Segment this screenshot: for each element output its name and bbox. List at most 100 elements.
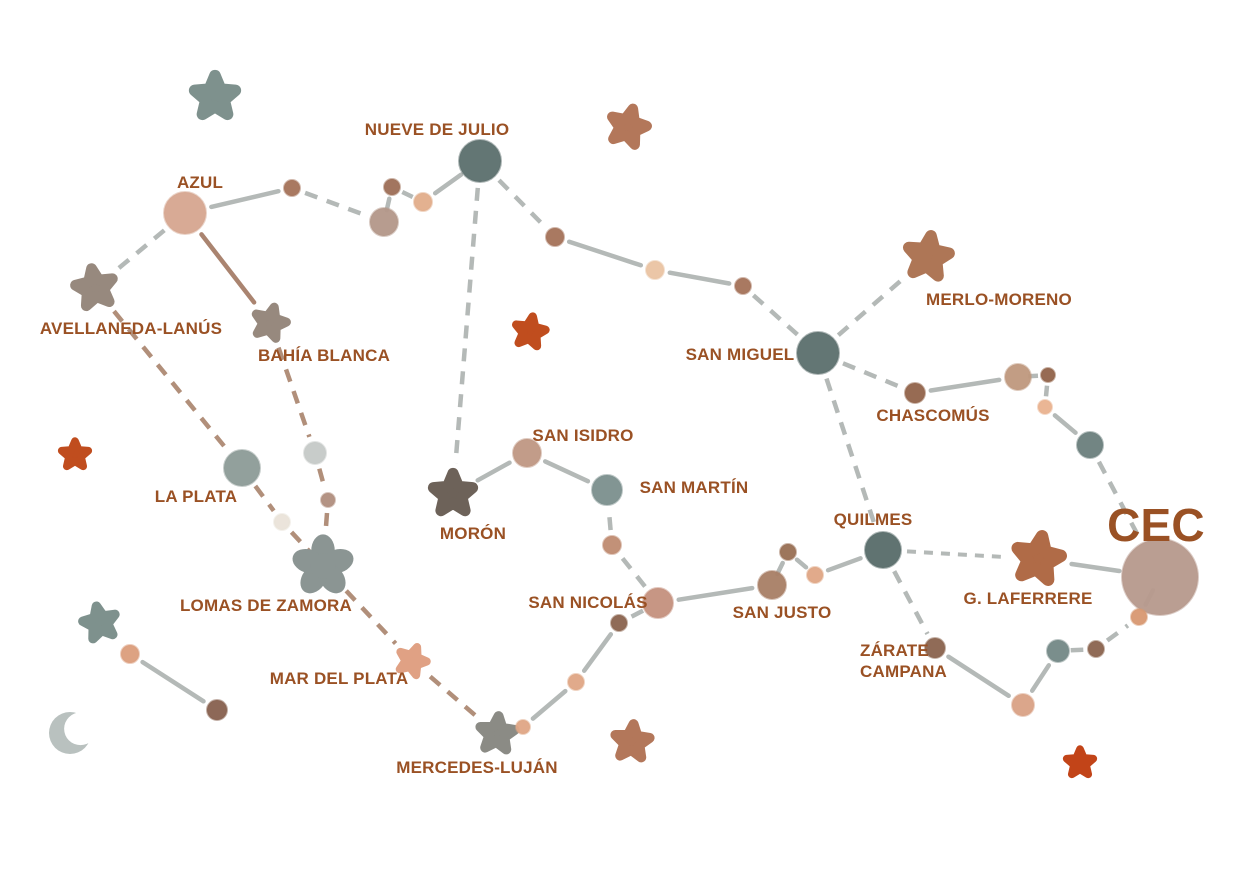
label-san-martin: SAN MARTÍN bbox=[640, 478, 749, 497]
decorative-node-star-left-orange bbox=[57, 437, 93, 471]
node-d9 bbox=[1040, 367, 1056, 383]
merlo-moreno-star-icon bbox=[902, 230, 955, 282]
chascomus-node-circle bbox=[904, 382, 926, 404]
connector-dot bbox=[1087, 640, 1105, 658]
node-cec bbox=[1121, 538, 1199, 616]
node-zarate-campana bbox=[924, 637, 946, 659]
flower-center bbox=[310, 553, 336, 579]
node-san-isidro bbox=[512, 438, 542, 468]
edge-d26-d27 bbox=[140, 659, 206, 704]
edge-d17-d16 bbox=[530, 688, 568, 721]
label-merlo-moreno: MERLO-MORENO bbox=[926, 290, 1072, 309]
node-d10 bbox=[1037, 399, 1053, 415]
edge-d15-san-nicolas bbox=[630, 607, 647, 619]
node-mercedes-lujan bbox=[475, 711, 520, 755]
node-d4 bbox=[413, 192, 433, 212]
labels-layer: NUEVE DE JULIOAZULAVELLANEDA-LANÚSBAHÍA … bbox=[40, 120, 1205, 777]
moon-cutout bbox=[64, 712, 97, 746]
star-left-orange-star-icon bbox=[57, 437, 93, 471]
star-top-middle-star-icon bbox=[607, 103, 652, 150]
label-g-laferrere: G. LAFERRERE bbox=[964, 589, 1093, 608]
edge-d6-d7 bbox=[667, 270, 732, 286]
edge-d22-d23 bbox=[1029, 663, 1052, 693]
connector-dot bbox=[1130, 608, 1148, 626]
decorative-node-star-top-middle bbox=[607, 103, 652, 150]
connector-dot bbox=[924, 637, 946, 659]
edge-azul-d1 bbox=[209, 188, 281, 210]
label-san-justo: SAN JUSTO bbox=[733, 603, 832, 622]
edge-lomas-de-zamora-mar-del-plata bbox=[344, 589, 398, 646]
san-nicolas-node-circle bbox=[642, 587, 674, 619]
decorative-node-star-bottom-left bbox=[78, 601, 120, 644]
decorative-node-star-center-orange bbox=[511, 312, 550, 351]
node-d12 bbox=[779, 543, 797, 561]
node-d8 bbox=[1004, 363, 1032, 391]
mar-del-plata-star-icon bbox=[395, 643, 431, 680]
decorative-node-star-bottom-right bbox=[1062, 745, 1098, 779]
label-san-isidro: SAN ISIDRO bbox=[532, 426, 633, 445]
mercedes-lujan-star-icon bbox=[475, 711, 520, 755]
node-san-martin bbox=[591, 474, 623, 506]
connector-dot bbox=[1037, 399, 1053, 415]
node-d22 bbox=[1011, 693, 1035, 717]
cec-node-circle bbox=[1121, 538, 1199, 616]
connector-dot bbox=[1011, 693, 1035, 717]
san-martin-node-circle bbox=[591, 474, 623, 506]
edge-san-martin-san-isidro bbox=[542, 459, 591, 484]
star-center-orange-star-icon bbox=[511, 312, 550, 351]
node-d23 bbox=[1046, 639, 1070, 663]
connector-dot bbox=[1046, 639, 1070, 663]
label-lomas-de-zamora: LOMAS DE ZAMORA bbox=[180, 596, 352, 615]
node-d1 bbox=[283, 179, 301, 197]
nodes-layer bbox=[70, 139, 1199, 755]
node-d3 bbox=[383, 178, 401, 196]
edge-quilmes-g-laferrere bbox=[906, 549, 1005, 559]
edge-g-laferrere-cec bbox=[1069, 561, 1122, 574]
label-bahia-blanca: BAHÍA BLANCA bbox=[258, 346, 390, 365]
node-d2 bbox=[369, 207, 399, 237]
star-bottom-left-star-icon bbox=[78, 601, 120, 644]
edge-avellaneda-lanus-la-plata bbox=[112, 309, 229, 451]
connector-dot bbox=[645, 260, 665, 280]
connector-dot bbox=[1004, 363, 1032, 391]
edge-san-nicolas-d14 bbox=[619, 555, 647, 588]
label-chascomus: CHASCOMÚS bbox=[876, 406, 989, 425]
bahia-blanca-star-icon bbox=[251, 302, 291, 343]
label-san-miguel: SAN MIGUEL bbox=[686, 345, 795, 364]
star-bottom-right-star-icon bbox=[1062, 745, 1098, 779]
connector-dot bbox=[806, 566, 824, 584]
connector-dot bbox=[120, 644, 140, 664]
label-mar-del-plata: MAR DEL PLATA bbox=[270, 669, 409, 688]
connector-dot bbox=[273, 513, 291, 531]
label-san-nicolas: SAN NICOLÁS bbox=[528, 593, 647, 612]
edge-san-nicolas-san-justo bbox=[676, 585, 755, 602]
label-avellaneda-lanus: AVELLANEDA-LANÚS bbox=[40, 319, 222, 338]
edge-d16-d15 bbox=[581, 632, 614, 673]
san-justo-node-circle bbox=[757, 570, 787, 600]
node-avellaneda-lanus bbox=[70, 263, 118, 312]
decorative-node-star-bottom-middle bbox=[610, 719, 655, 763]
node-merlo-moreno bbox=[902, 230, 955, 282]
edge-d24-d25 bbox=[1105, 623, 1130, 643]
edge-d3-d4 bbox=[401, 189, 414, 200]
decorative-node-star-top-left bbox=[188, 69, 242, 121]
node-d13 bbox=[806, 566, 824, 584]
node-bahia-blanca bbox=[251, 302, 291, 343]
label-cec: CEC bbox=[1107, 499, 1205, 551]
connector-dot bbox=[779, 543, 797, 561]
edge-chascomus-d8 bbox=[928, 377, 1002, 393]
node-d11 bbox=[1076, 431, 1104, 459]
edge-bahia-blanca-d19 bbox=[276, 346, 312, 438]
connector-dot bbox=[303, 441, 327, 465]
node-d26 bbox=[120, 644, 140, 664]
node-la-plata bbox=[223, 449, 261, 487]
edge-mar-del-plata-mercedes-lujan bbox=[428, 674, 478, 718]
edge-san-miguel-quilmes bbox=[824, 377, 878, 528]
edge-d23-d24 bbox=[1070, 647, 1084, 653]
node-d20 bbox=[320, 492, 336, 508]
edge-d14-san-martin bbox=[606, 508, 613, 531]
edge-san-miguel-chascomus bbox=[842, 361, 902, 389]
node-d14 bbox=[602, 535, 622, 555]
connector-dot bbox=[515, 719, 531, 735]
